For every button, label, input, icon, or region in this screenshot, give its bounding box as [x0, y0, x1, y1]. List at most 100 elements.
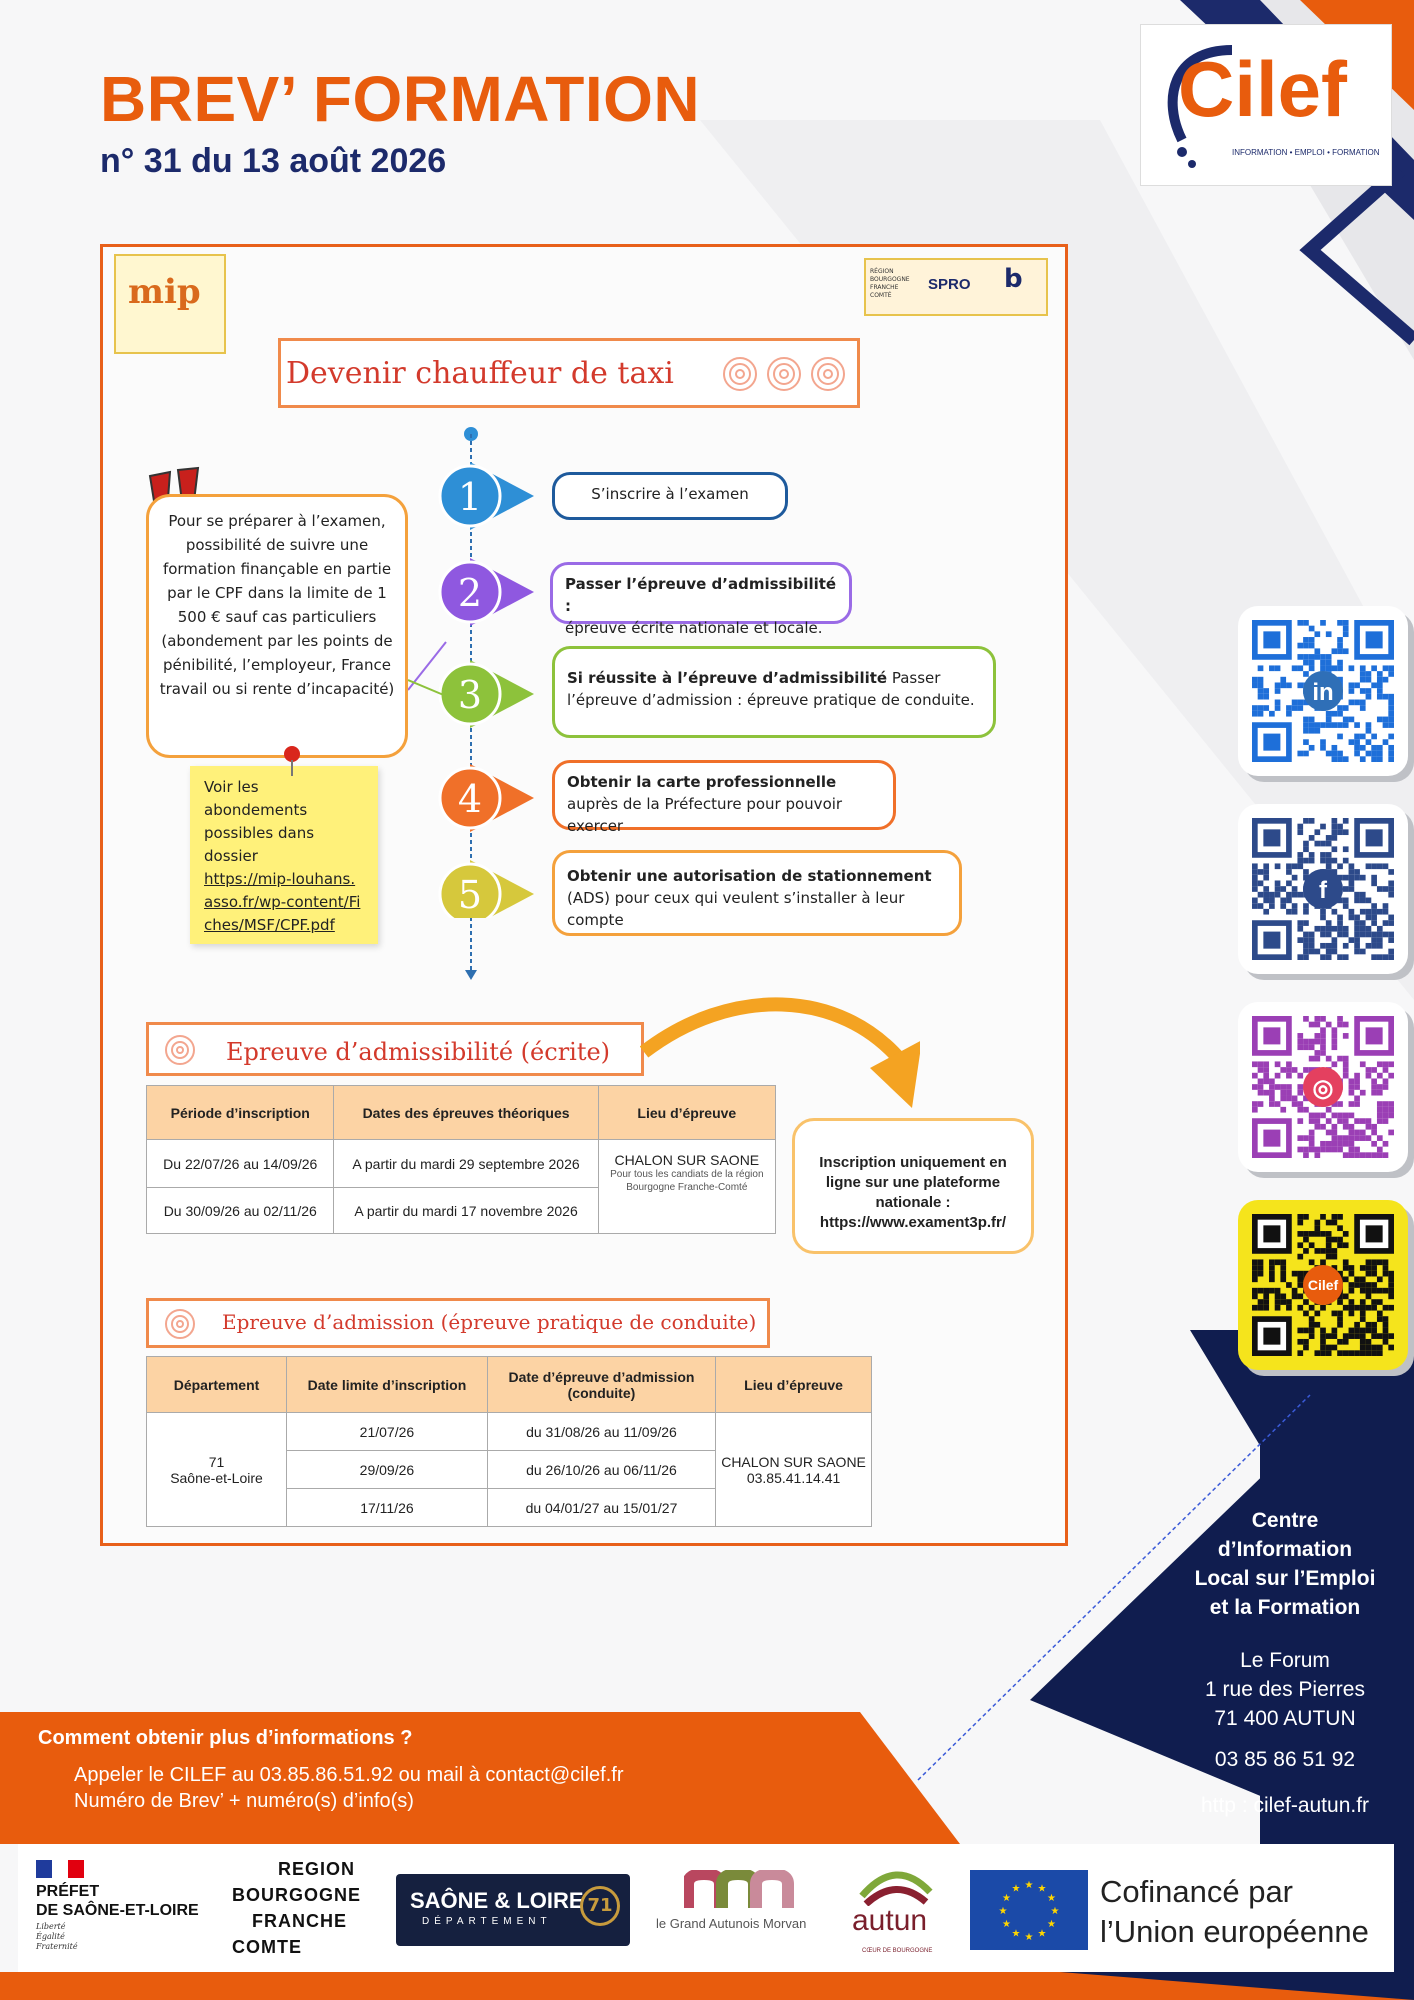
col-header: Lieu d’épreuve — [597, 1085, 777, 1140]
grand-autunois-logo: le Grand Autunois Morvan — [656, 1916, 807, 1931]
mip-logo-text: mip — [128, 272, 201, 312]
step-5-text: (ADS) pour ceux qui veulent s’installer … — [567, 889, 905, 929]
svg-text:◎: ◎ — [1313, 1075, 1334, 1102]
eu-star-icon: ★ — [1002, 1919, 1011, 1930]
footer-brev-line: Numéro de Brev’ + numéro(s) d’info(s) — [74, 1790, 414, 1812]
prefet-logo: PRÉFET DE SAÔNE-ET-LOIRE — [36, 1882, 199, 1920]
partner-b-logo: b — [1004, 264, 1023, 294]
centre-title-line: d’Information — [1217, 1538, 1353, 1561]
col-header: Département — [145, 1356, 288, 1413]
cilef-logo — [1140, 24, 1392, 186]
table-row: 17/11/26 du 04/01/27 au 15/01/27 — [147, 1488, 872, 1527]
autun-logo-sub: CŒUR DE BOURGOGNE — [862, 1948, 933, 1954]
saone-logo-text: SAÔNE & LOIRE — [410, 1888, 584, 1913]
step-3-box: Si réussite à l’épreuve d’admissibilité … — [552, 646, 996, 738]
saone-logo-number: 71 — [580, 1886, 620, 1926]
eu-star-icon: ★ — [1025, 1932, 1034, 1943]
table-cell: Du 22/07/26 au 14/09/26 — [145, 1139, 335, 1188]
lieu-cell: CHALON SUR SAONE 03.85.41.14.41 — [715, 1412, 872, 1527]
connector-lines — [408, 641, 447, 697]
step-3-number: 3 — [458, 673, 482, 717]
step-3-text: Passer l’épreuve d’admission : épreuve p… — [567, 669, 975, 709]
departement-name: Saône-et-Loire — [170, 1469, 263, 1486]
cilef-logo-text: Cilef — [1178, 45, 1348, 133]
table-row: Du 30/09/26 au 02/11/26 A partir du mard… — [145, 1187, 776, 1234]
step-1-box: S’inscrire à l’examen — [552, 472, 788, 520]
step-3-marker: 3 — [438, 660, 534, 728]
sticky-note: Voir les abondements possibles dans doss… — [190, 766, 378, 944]
eu-star-icon: ★ — [1012, 1883, 1021, 1894]
step-1-number: 1 — [458, 475, 482, 519]
cpf-document-link[interactable]: https://mip-louhans.asso.fr/wp-content/F… — [204, 870, 361, 934]
eu-star-icon: ★ — [1047, 1893, 1056, 1904]
table-row: 71 Saône-et-Loire 21/07/26 du 31/08/26 a… — [145, 1412, 872, 1527]
table-cell: du 04/01/27 au 15/01/27 — [486, 1488, 717, 1527]
cilef-logo-tagline: INFORMATION • EMPLOI • FORMATION — [1232, 148, 1380, 157]
partner-logos-bar — [18, 1844, 1394, 1972]
step-4-bold: Obtenir la carte professionnelle — [567, 773, 837, 791]
spiral-decoration-icon — [723, 357, 845, 391]
table-cell: 21/07/26 — [286, 1412, 488, 1451]
lieu-phone: 03.85.41.14.41 — [746, 1469, 841, 1486]
step-4-text: auprès de la Préfecture pour pouvoir exe… — [567, 795, 843, 835]
french-flag-icon — [36, 1860, 84, 1878]
admission-header-box — [146, 1298, 770, 1348]
table-row: 29/09/26 du 26/10/26 au 06/11/26 — [147, 1450, 872, 1489]
step-5-marker: 5 — [438, 860, 534, 918]
saone-logo-sub: DÉPARTEMENT — [422, 1916, 552, 1927]
centre-title-line: Local sur l’Emploi — [1194, 1567, 1376, 1590]
card-title: Devenir chauffeur de taxi — [286, 356, 674, 391]
eu-star-icon: ★ — [1002, 1893, 1011, 1904]
admission-title: Epreuve d’admission (épreuve pratique de… — [222, 1310, 757, 1334]
eu-line: l’Union européenne — [1100, 1914, 1369, 1949]
table-cell: du 26/10/26 au 06/11/26 — [486, 1450, 717, 1489]
cpf-note: Pour se préparer à l’examen, possibilité… — [146, 494, 408, 758]
motto-line: Égalité — [36, 1932, 65, 1941]
step-5-bold: Obtenir une autorisation de stationnemen… — [567, 867, 932, 885]
table-row: Du 22/07/26 au 14/09/26 A partir du mard… — [145, 1139, 777, 1234]
partners-logos — [864, 258, 1048, 316]
prefet-line: PRÉFET — [36, 1883, 100, 1900]
col-header: Date limite d’inscription — [286, 1356, 488, 1413]
issue-number: n° 31 du 13 août 2026 — [100, 142, 447, 180]
centre-website-link[interactable]: http : cilef-autun.fr — [1200, 1794, 1370, 1817]
table-cell: du 31/08/26 au 11/09/26 — [486, 1412, 717, 1451]
address-line: Le Forum — [1240, 1649, 1330, 1672]
step-4-marker: 4 — [438, 764, 534, 832]
eu-star-icon: ★ — [1012, 1929, 1021, 1940]
eu-flag-icon: ★★★★★★★★★★★★ — [970, 1870, 1088, 1950]
col-header: Lieu d’épreuve — [715, 1356, 872, 1413]
address-line: 71 400 AUTUN — [1214, 1707, 1356, 1730]
facebook-qr-code[interactable]: f — [1238, 804, 1408, 974]
step-2-marker: 2 — [438, 558, 534, 626]
linkedin-qr-code[interactable]: in — [1238, 606, 1408, 776]
step-4-number: 4 — [458, 777, 482, 821]
footer-contact-line: Appeler le CILEF au 03.85.86.51.92 ou ma… — [74, 1764, 624, 1786]
col-header: Date d’épreuve d’admission (conduite) — [486, 1356, 717, 1413]
arrow-icon — [640, 997, 920, 1108]
address-line: 1 rue des Pierres — [1205, 1678, 1365, 1701]
cilef-qr-icon: Cilef — [1252, 1214, 1394, 1356]
table-cell-lieu: CHALON SUR SAONE Pour tous les candiats … — [597, 1139, 777, 1234]
table-cell: 17/11/26 — [286, 1488, 488, 1527]
region-line: BOURGOGNE — [232, 1885, 362, 1905]
partner-spro-logo: SPRO — [928, 276, 971, 293]
step-2-number: 2 — [458, 571, 482, 615]
step-markers: 1 2 3 4 5 — [438, 462, 534, 918]
spiral-icon — [165, 1309, 195, 1339]
table-cell: 29/09/26 — [286, 1450, 488, 1489]
table-cell: A partir du mardi 17 novembre 2026 — [333, 1187, 599, 1234]
step-2-box: Passer l’épreuve d’admissibilité : épreu… — [550, 562, 852, 637]
mip-logo — [114, 254, 226, 354]
newsletter-title: BREV’ FORMATION — [100, 63, 701, 135]
region-line: REGION — [278, 1859, 356, 1879]
cilef-qr-code[interactable]: Cilef — [1238, 1200, 1408, 1370]
region-line: FRANCHE — [252, 1911, 347, 1931]
footer-question: Comment obtenir plus d’informations ? — [38, 1727, 413, 1749]
instagram-qr-code[interactable]: ◎ — [1238, 1002, 1408, 1172]
step-2-text: épreuve écrite nationale et locale. — [565, 619, 823, 637]
svg-text:in: in — [1312, 679, 1333, 706]
centre-phone[interactable]: 03 85 86 51 92 — [1214, 1748, 1356, 1771]
facebook-qr-icon: f — [1252, 818, 1394, 960]
prefet-motto: Liberté Égalité Fraternité — [36, 1922, 78, 1952]
